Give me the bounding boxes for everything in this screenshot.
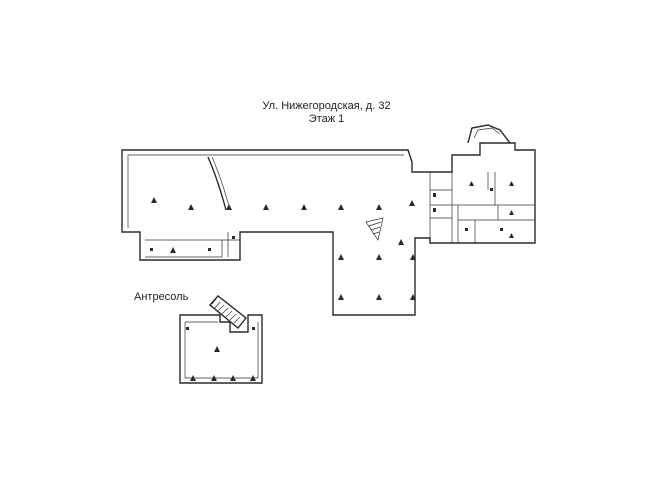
bay-window <box>467 124 511 144</box>
mezzanine-column-markers <box>186 327 256 381</box>
lower-left-room <box>145 232 240 258</box>
mezzanine-label: Антресоль <box>134 291 189 303</box>
right-rooms <box>412 171 535 243</box>
mezzanine-stair <box>208 295 247 329</box>
main-floor-outline <box>121 142 536 316</box>
small-columns <box>150 188 503 251</box>
floor-title: Этаж 1 <box>308 113 345 125</box>
mezzanine-outline <box>179 314 263 384</box>
curved-partition <box>207 156 231 211</box>
address-title: Ул. Нижегородская, д. 32 <box>262 100 391 112</box>
diagonal-stair <box>365 217 384 241</box>
column-markers <box>151 181 514 300</box>
